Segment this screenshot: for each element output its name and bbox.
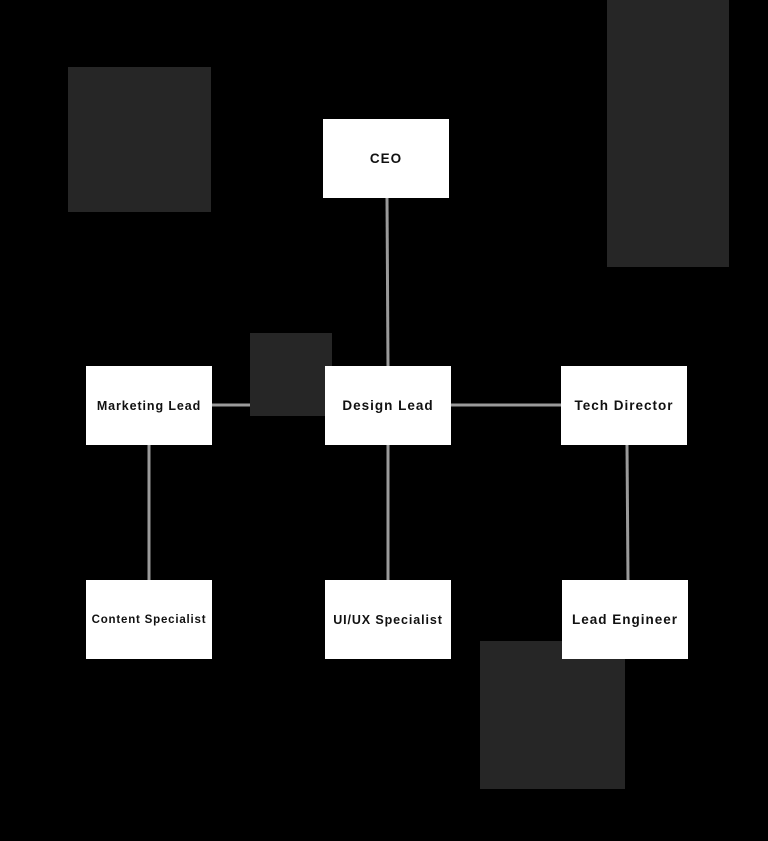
- node-content-specialist: Content Specialist: [86, 580, 212, 659]
- connector-tech-engineer: [625, 444, 630, 581]
- connector-ceo-design: [385, 197, 390, 367]
- node-ceo: CEO: [323, 119, 449, 198]
- node-lead-engineer: Lead Engineer: [562, 580, 688, 659]
- node-label: Content Specialist: [91, 613, 207, 626]
- node-label: Lead Engineer: [571, 612, 679, 627]
- node-label: CEO: [369, 151, 403, 166]
- node-tech-director: Tech Director: [561, 366, 687, 445]
- node-label: Marketing Lead: [96, 398, 202, 413]
- decorative-square: [480, 641, 625, 789]
- decorative-square: [68, 67, 211, 212]
- node-label: Tech Director: [574, 398, 674, 413]
- node-label: Design Lead: [342, 398, 434, 413]
- node-uiux-specialist: UI/UX Specialist: [325, 580, 451, 659]
- decorative-square: [250, 333, 332, 416]
- node-marketing-lead: Marketing Lead: [86, 366, 212, 445]
- node-label: UI/UX Specialist: [333, 612, 443, 627]
- decorative-rectangle: [607, 0, 729, 267]
- node-design-lead: Design Lead: [325, 366, 451, 445]
